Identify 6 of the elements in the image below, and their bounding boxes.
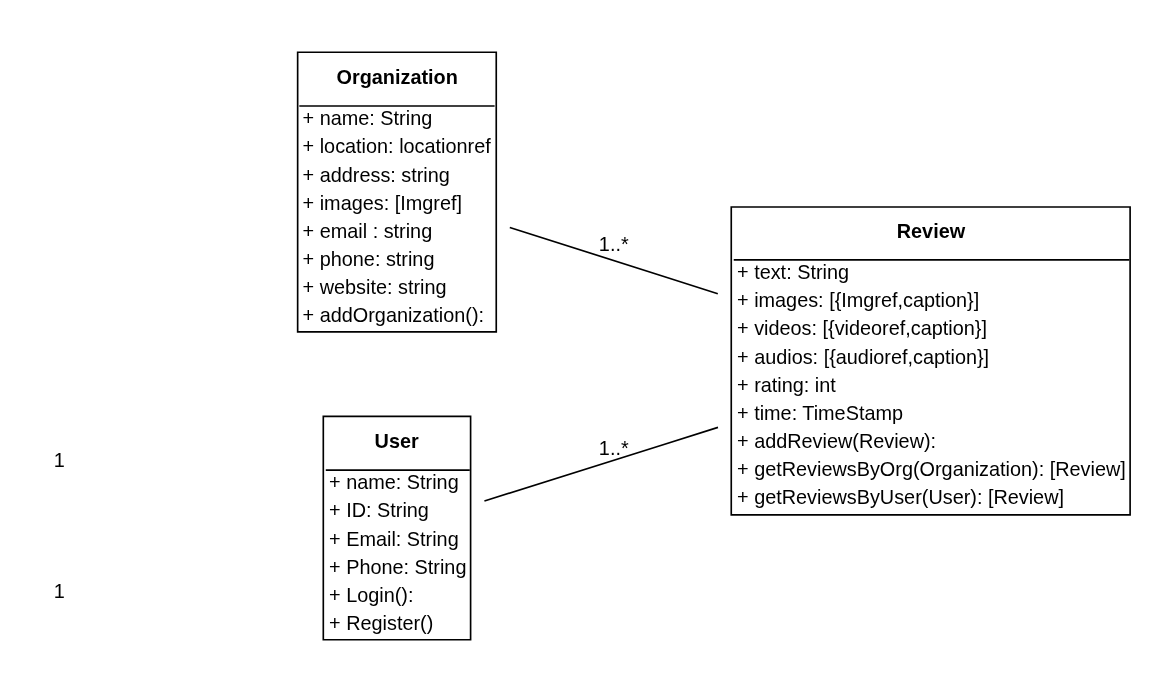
connector bbox=[509, 226, 719, 295]
edge-label: 1..* bbox=[598, 436, 629, 459]
label: 1 bbox=[53, 579, 65, 602]
label: 1 bbox=[53, 448, 65, 471]
edge-label: 1..* bbox=[598, 233, 629, 255]
connector bbox=[483, 426, 719, 502]
